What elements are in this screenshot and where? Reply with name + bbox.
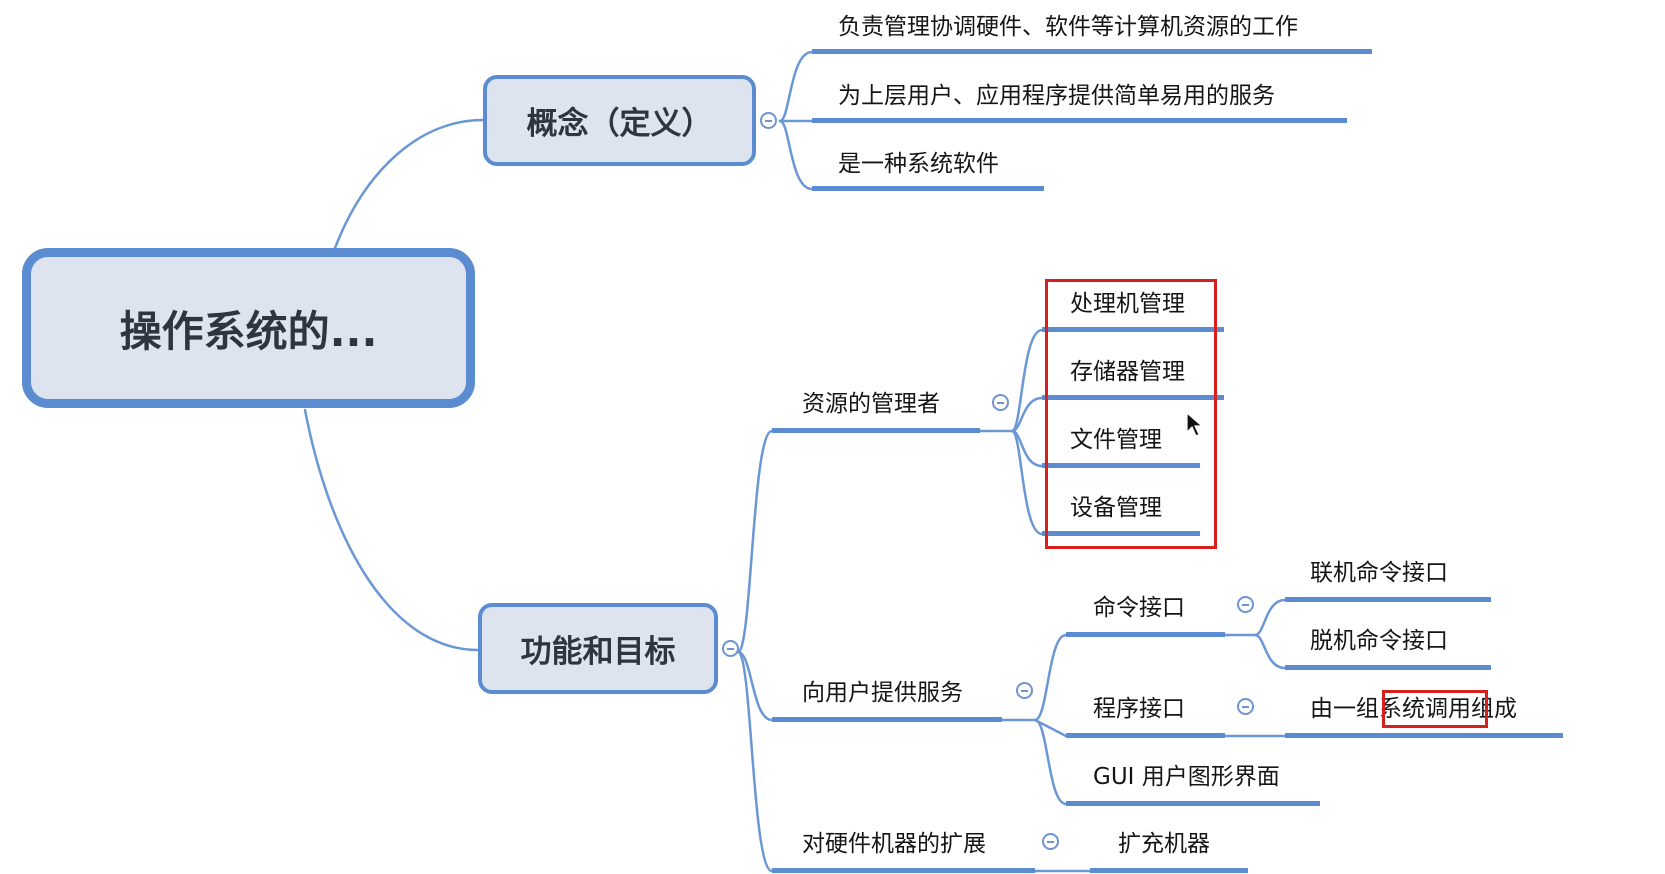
command-item-online[interactable]: 联机命令接口 [1310,560,1448,586]
resource-item-2[interactable]: 存储器管理 [1070,359,1185,385]
link-functions-resource [736,429,774,654]
concept-item-1-underline [812,49,1372,54]
functions-node[interactable]: 功能和目标 [478,603,718,694]
link-concept-item1 [778,50,814,123]
system-call-highlight-box [1382,690,1488,728]
concept-collapse-icon[interactable] [760,112,777,129]
gui-label[interactable]: GUI 用户图形界面 [1093,764,1280,790]
link-functions-services [736,650,774,722]
program-interface-label[interactable]: 程序接口 [1093,696,1185,722]
concept-node-label: 概念（定义） [526,106,713,142]
command-interface-collapse-icon[interactable] [1237,596,1254,613]
hardware-extension-label[interactable]: 对硬件机器的扩展 [802,831,986,857]
link-resource-item4 [1010,429,1044,536]
resource-manager-label[interactable]: 资源的管理者 [802,391,940,417]
hardware-extension-underline [772,868,1035,873]
gui-underline [1066,801,1320,806]
hardware-item-1[interactable]: 扩充机器 [1118,831,1210,857]
resource-item-4-underline [1042,531,1200,536]
command-interface-label[interactable]: 命令接口 [1093,595,1185,621]
root-node[interactable]: 操作系统的... [22,248,475,408]
resource-item-3-underline [1042,463,1200,468]
link-concept-item3 [778,119,814,191]
resource-items-highlight-box [1045,279,1217,549]
concept-item-3[interactable]: 是一种系统软件 [838,151,999,177]
concept-item-3-underline [812,186,1044,191]
link-services-command [1033,633,1068,722]
link-command-online [1253,598,1287,637]
description-prefix: 由一组 [1310,696,1379,722]
program-interface-description-underline [1285,733,1563,738]
resource-manager-collapse-icon[interactable] [992,394,1009,411]
user-services-label[interactable]: 向用户提供服务 [802,680,963,706]
link-command-offline [1253,633,1287,670]
concept-item-2[interactable]: 为上层用户、应用程序提供简单易用的服务 [838,83,1275,109]
link-services-gui [1033,718,1068,806]
link-services-program [1033,718,1068,738]
command-item-offline[interactable]: 脱机命令接口 [1310,628,1448,654]
hardware-item-1-underline [1090,868,1248,873]
hardware-extension-collapse-icon[interactable] [1042,833,1059,850]
command-interface-underline [1066,632,1225,637]
resource-item-1[interactable]: 处理机管理 [1070,291,1185,317]
command-item-offline-underline [1285,665,1491,670]
link-root-functions [303,408,480,652]
user-services-underline [772,717,1002,722]
resource-item-3[interactable]: 文件管理 [1070,427,1162,453]
resource-item-4[interactable]: 设备管理 [1070,495,1162,521]
concept-item-2-underline [812,118,1347,123]
command-item-online-underline [1285,597,1491,602]
description-highlight: 系统调用 [1379,696,1471,722]
resource-item-1-underline [1042,327,1224,332]
program-interface-collapse-icon[interactable] [1237,698,1254,715]
user-services-collapse-icon[interactable] [1016,682,1033,699]
mouse-cursor-icon [1186,412,1204,437]
root-node-label: 操作系统的... [119,306,378,356]
description-suffix: 组成 [1471,696,1517,722]
resource-item-2-underline [1042,395,1224,400]
program-interface-underline [1066,733,1225,738]
program-interface-description[interactable]: 由一组系统调用组成 [1310,694,1517,724]
link-resource-item1b [1010,328,1044,433]
link-root-concept [333,118,485,250]
functions-node-label: 功能和目标 [520,634,676,670]
link-functions-hardware [736,650,774,873]
concept-item-1[interactable]: 负责管理协调硬件、软件等计算机资源的工作 [838,14,1298,40]
concept-node[interactable]: 概念（定义） [483,75,756,166]
link-resource-item2 [1010,396,1044,433]
resource-manager-underline [772,428,980,433]
functions-collapse-icon[interactable] [722,640,739,657]
